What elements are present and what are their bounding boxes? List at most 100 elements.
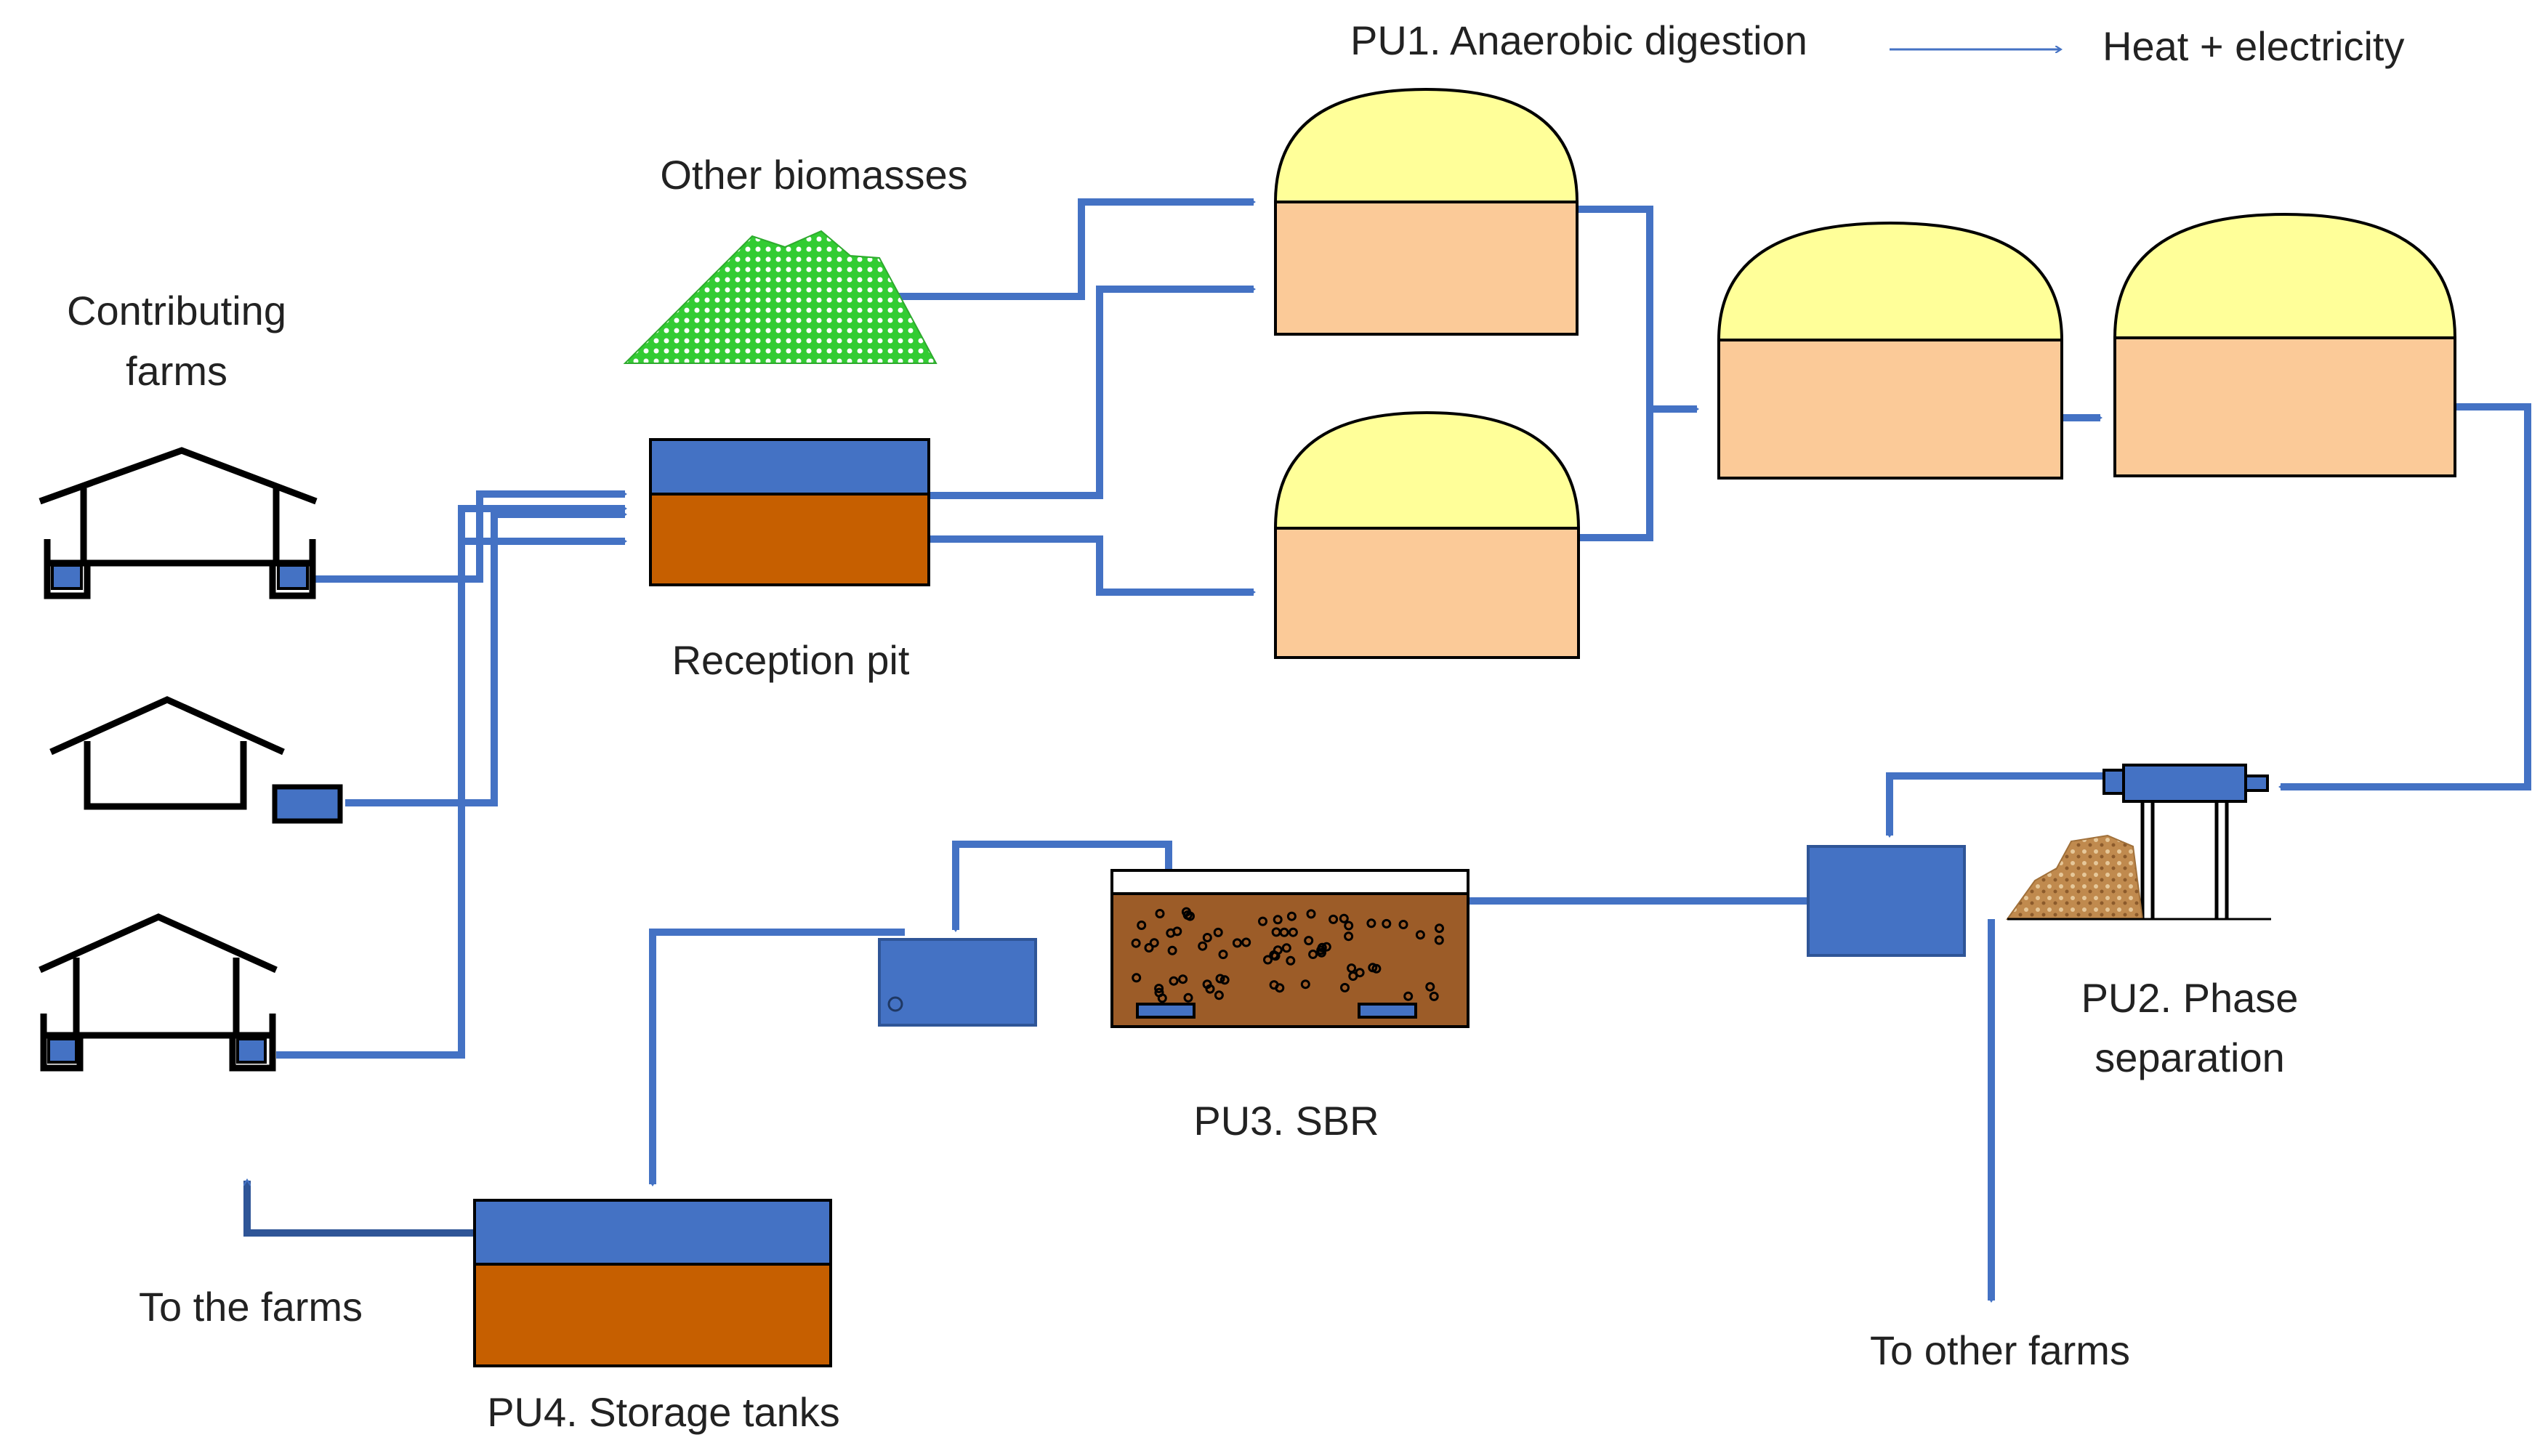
storage-tank-slurry [473, 1263, 832, 1367]
flow-farm2-to-reception [345, 511, 625, 806]
air-bubble [1329, 914, 1339, 924]
air-bubble [1355, 968, 1365, 978]
air-bubble [1435, 923, 1444, 934]
label-contributing-farms-2: farms [126, 348, 227, 394]
reception-pit-liquid [649, 438, 930, 496]
storage-tank-liquid [473, 1199, 832, 1266]
air-bubble [1202, 979, 1212, 990]
effluent-tank [878, 938, 1037, 1027]
farm-1 [39, 447, 318, 599]
air-bubble [1214, 990, 1224, 1000]
air-bubble [1198, 941, 1208, 951]
sbr-reactor [1110, 869, 1469, 1028]
flow-sbr-to-effluent-tank [952, 841, 1172, 930]
air-bubble [1415, 930, 1425, 940]
flow-effluent-to-storage [649, 929, 905, 1184]
flow-farm1-to-reception [313, 490, 625, 583]
label-other-biomasses: Other biomasses [660, 152, 967, 198]
label-pu4: PU4. Storage tanks [487, 1389, 840, 1435]
air-bubble [1178, 974, 1188, 984]
air-bubble [1273, 945, 1283, 955]
digester-4 [2113, 212, 2457, 477]
label-to-the-farms: To the farms [139, 1284, 363, 1330]
air-bubble [1167, 945, 1177, 955]
air-bubble [1181, 907, 1191, 917]
air-bubble [1286, 955, 1296, 966]
air-bubble [1304, 936, 1314, 946]
air-bubble [1131, 938, 1141, 948]
air-bubble [1157, 993, 1167, 1003]
solid-fraction-pile [2006, 834, 2144, 920]
sbr-air-bubbles [1131, 907, 1444, 1003]
air-bubble [1258, 916, 1267, 926]
air-bubble [1219, 975, 1230, 985]
reception-pit [649, 438, 930, 586]
air-bubble [1154, 984, 1164, 993]
flow-digester2-to-digester3 [1579, 409, 1653, 541]
air-bubble [1425, 982, 1435, 992]
air-bubble [1340, 982, 1350, 992]
air-bubble [1155, 909, 1165, 918]
air-bubble [1366, 918, 1376, 929]
air-bubble [1144, 943, 1154, 953]
label-pu3: PU3. SBR [1193, 1098, 1379, 1144]
labels: Contributing farms Other biomasses Recep… [67, 17, 2404, 1435]
liquid-fraction-tank [1807, 845, 1966, 957]
separator-screw [2122, 764, 2247, 803]
flow-reception-to-digester2 [929, 535, 1254, 596]
air-bubble [1398, 920, 1408, 929]
flow-farm3-to-reception [276, 505, 625, 1059]
air-bubble [1218, 950, 1228, 960]
digester-1 [1273, 87, 1579, 336]
label-pu2-2: separation [2095, 1035, 2285, 1080]
air-bubble [1169, 976, 1179, 986]
flow-reception-to-digester1 [929, 286, 1254, 499]
air-bubble [1434, 935, 1444, 945]
phase-separator [2006, 764, 2271, 921]
flow-separator-to-liquid-tank [1886, 772, 2104, 836]
air-bubble [1308, 950, 1318, 959]
air-bubble [1306, 909, 1316, 919]
reception-pit-slurry [649, 493, 930, 586]
air-bubble [1286, 911, 1297, 921]
flow-digester4-to-separator [2281, 403, 2531, 790]
air-bubble [1241, 937, 1251, 947]
air-bubble [1339, 913, 1349, 923]
label-contributing-farms-1: Contributing [67, 288, 286, 333]
label-pu1: PU1. Anaerobic digestion [1350, 17, 1807, 63]
air-bubble [1368, 963, 1378, 973]
flow-biomass-to-digester1 [890, 198, 1254, 300]
label-heat-electricity: Heat + electricity [2102, 23, 2405, 69]
farm-3 [39, 913, 278, 1072]
air-bubble [1429, 991, 1439, 1001]
digester-3 [1717, 221, 2064, 480]
biomass-heap [623, 230, 938, 364]
air-bubble [1132, 973, 1142, 983]
air-bubble [1317, 947, 1326, 958]
air-bubble [1183, 992, 1193, 1003]
storage-tanks [473, 1199, 832, 1367]
effluent-tank-outlet [887, 996, 903, 1012]
air-bubble [1403, 991, 1414, 1001]
air-bubble [1382, 918, 1392, 929]
label-reception-pit: Reception pit [672, 637, 910, 683]
digester-2 [1273, 410, 1581, 659]
air-bubble [1288, 927, 1298, 937]
farm-2 [49, 696, 343, 824]
air-bubble [1281, 943, 1291, 953]
flow-return-to-farms [243, 1181, 475, 1237]
air-bubble [1172, 926, 1182, 937]
air-bubble [1232, 938, 1242, 948]
air-bubble [1149, 938, 1159, 948]
air-bubble [1279, 927, 1289, 937]
air-bubble [1344, 921, 1354, 931]
flow-digester1-to-digester3 [1577, 206, 1697, 413]
separator-frame [2140, 799, 2229, 919]
air-bubble [1263, 955, 1273, 965]
label-to-other-farms: To other farms [1870, 1327, 2130, 1373]
air-bubble [1344, 931, 1354, 942]
flow-lines [276, 198, 2531, 1301]
air-bubble [1275, 983, 1285, 993]
air-bubble [1213, 927, 1223, 937]
